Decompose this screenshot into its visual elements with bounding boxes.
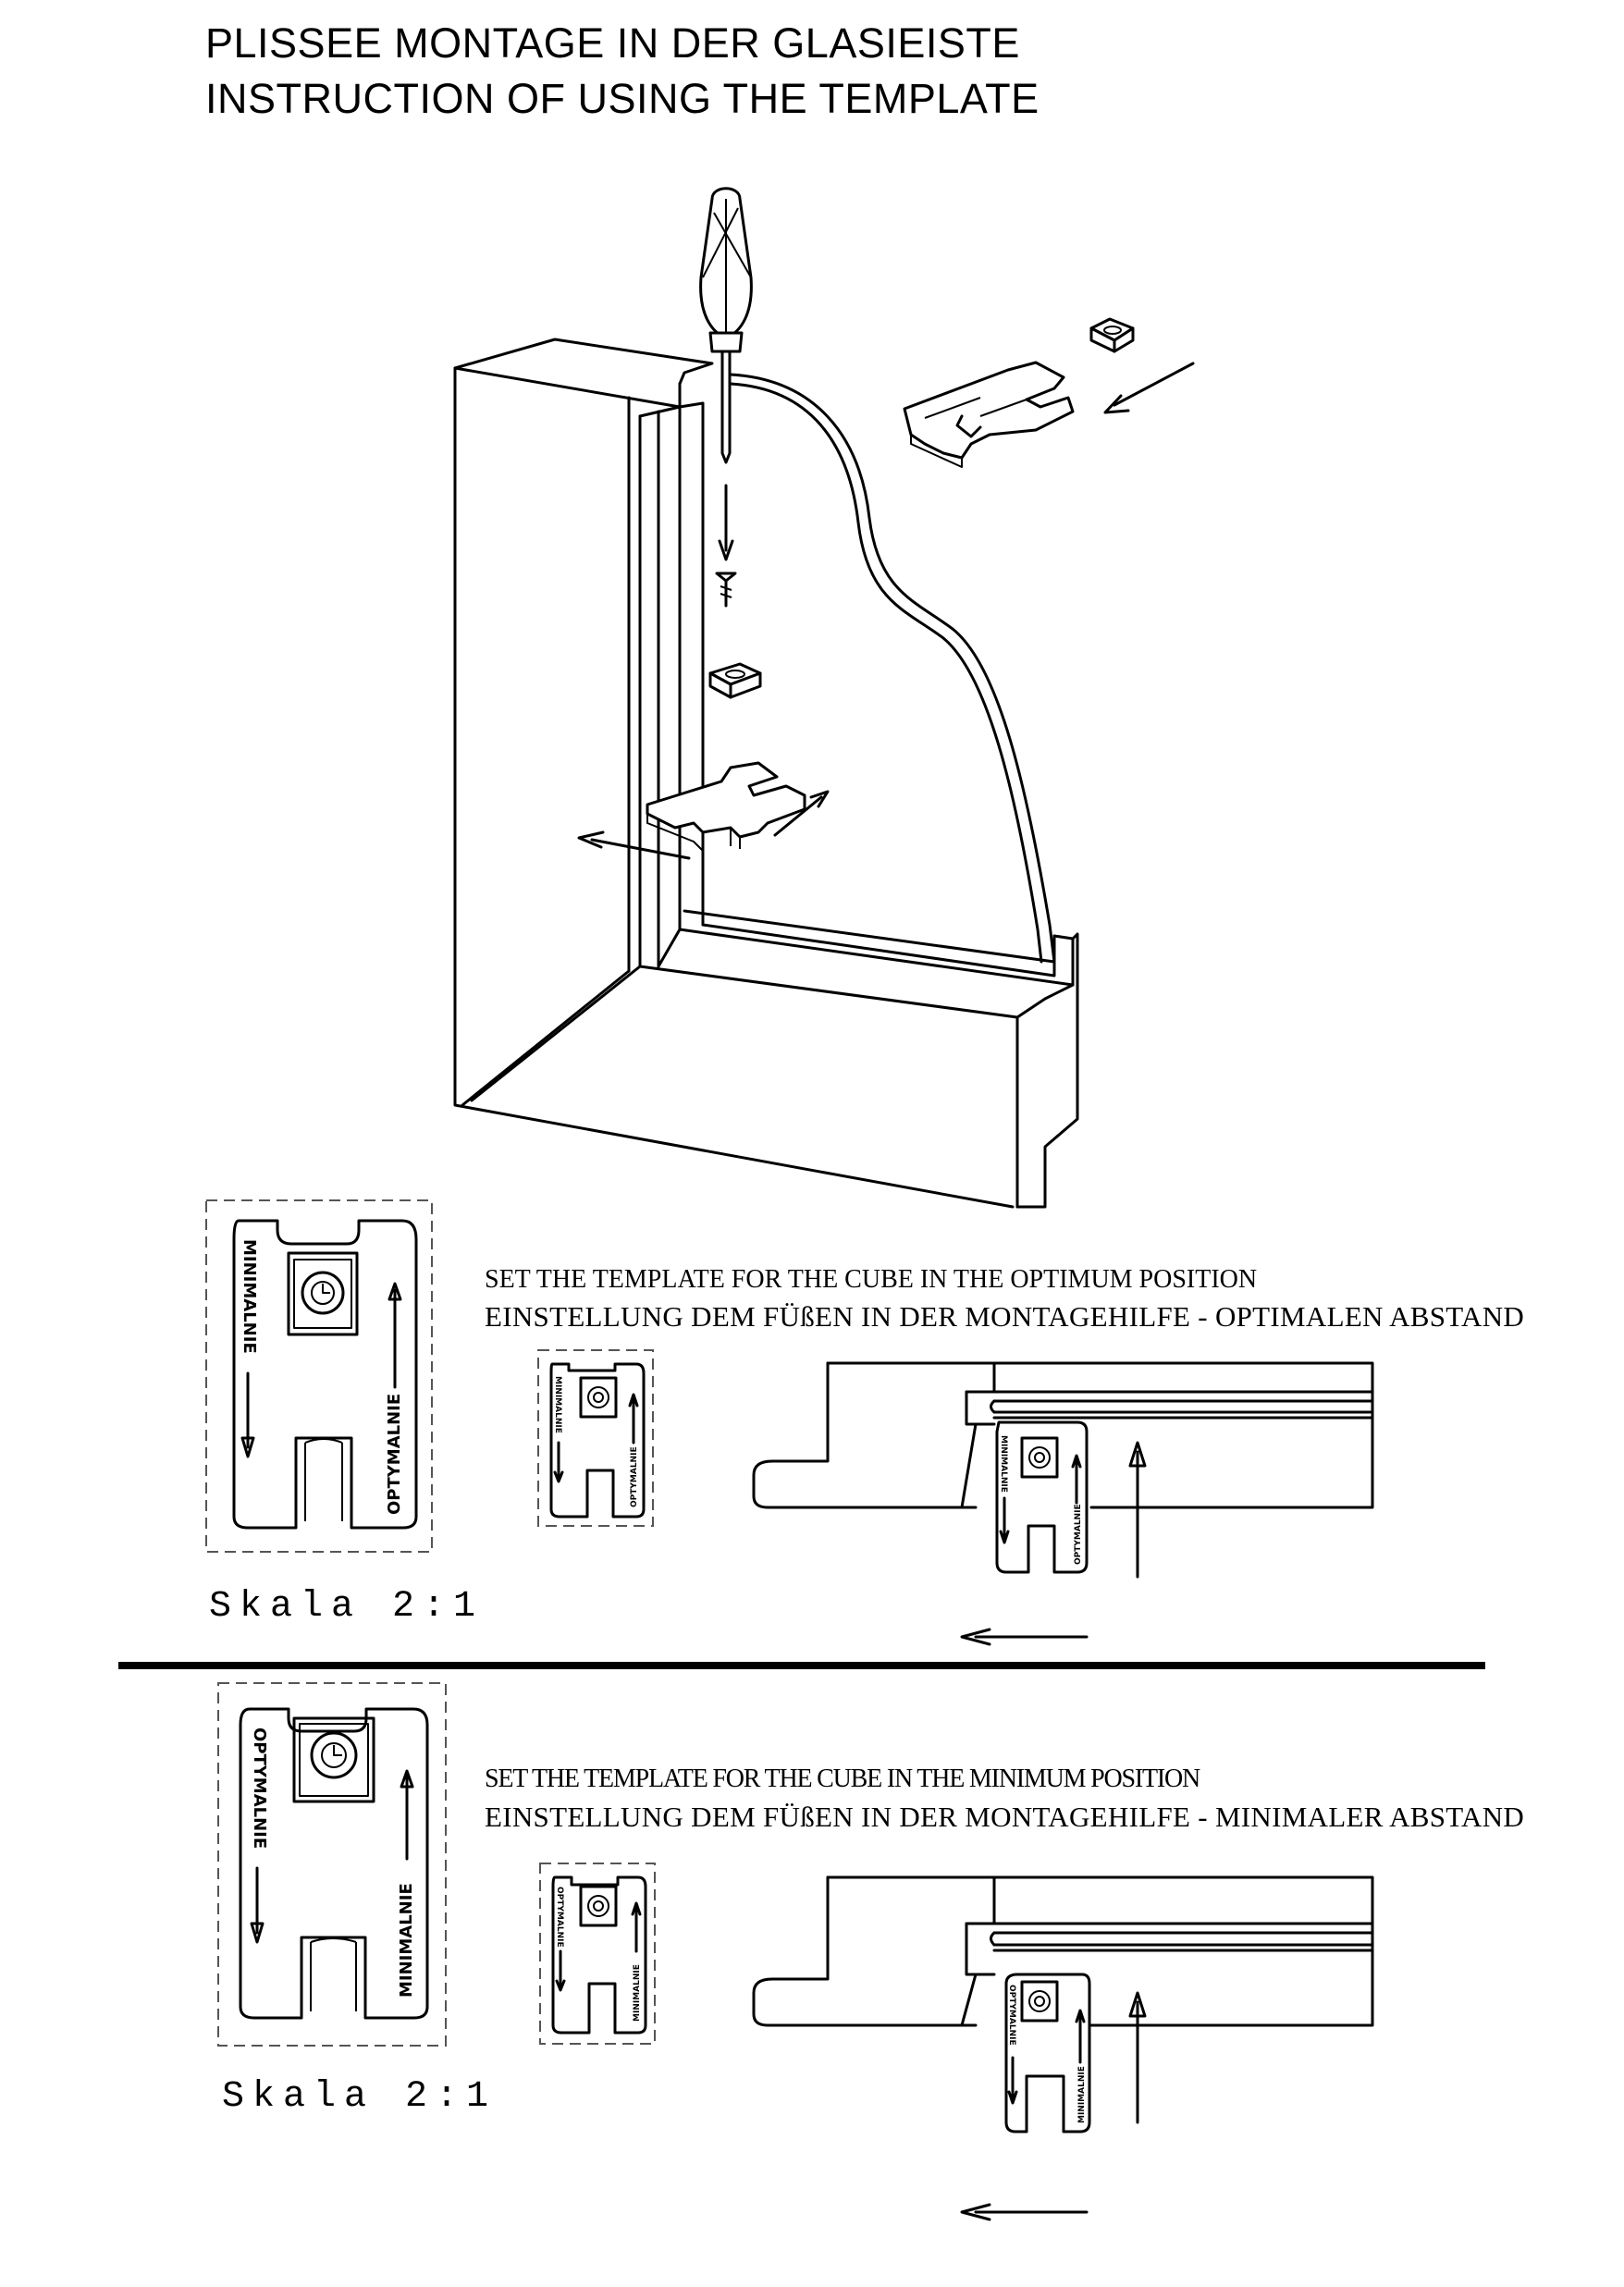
cable xyxy=(729,382,1043,964)
screw-icon xyxy=(715,572,737,608)
template-label-left: MINIMALNIE xyxy=(240,1239,259,1354)
cube-icon xyxy=(1089,317,1135,353)
diagonal-arrow-icon xyxy=(773,790,830,837)
template-label-right: MINIMALNIE xyxy=(1077,2066,1087,2123)
template-label-right: OPTYMALNIE xyxy=(1074,1504,1083,1565)
template-label-left: OPTYMALNIE xyxy=(555,1887,564,1948)
screwdriver-icon xyxy=(699,187,753,464)
template-label-right: OPTYMALNIE xyxy=(385,1394,404,1515)
left-arrow-icon xyxy=(960,1628,1089,1646)
template-label-right: OPTYMALNIE xyxy=(630,1446,639,1507)
scale-label: Skala 2:1 xyxy=(222,2076,498,2118)
left-arrow-icon xyxy=(577,830,691,860)
template-exploded-icon xyxy=(903,361,1075,468)
template-label-left: OPTYMALNIE xyxy=(1007,1985,1016,2046)
scale-label: Skala 2:1 xyxy=(209,1586,485,1628)
up-arrow-icon xyxy=(1128,1441,1147,1579)
caption-en-minimum: SET THE TEMPLATE FOR THE CUBE IN THE MIN… xyxy=(485,1764,1200,1793)
template-label-right: MINIMALNIE xyxy=(633,1964,642,2022)
diagonal-arrow-icon xyxy=(1103,362,1195,414)
up-arrow-icon xyxy=(1128,1991,1147,2124)
window-frame-illustration xyxy=(453,187,1195,1209)
page-title-line-1: PLISSEE MONTAGE IN DER GLASIEISTE xyxy=(205,19,1020,67)
template-label-left: MINIMALNIE xyxy=(999,1435,1008,1493)
down-arrow-icon xyxy=(718,484,734,561)
caption-de-optimum: EINSTELLUNG DEM FÜßEN IN DER MONTAGEHILF… xyxy=(485,1300,1525,1333)
page-title-line-2: INSTRUCTION OF USING THE TEMPLATE xyxy=(205,75,1040,122)
cube-icon xyxy=(708,662,762,699)
caption-en-optimum: SET THE TEMPLATE FOR THE CUBE IN THE OPT… xyxy=(485,1265,1258,1294)
template-label-right: MINIMALNIE xyxy=(397,1883,416,1998)
left-arrow-icon xyxy=(960,2203,1089,2221)
template-label-left: OPTYMALNIE xyxy=(250,1728,269,1849)
cable xyxy=(729,373,1056,964)
template-label-left: MINIMALNIE xyxy=(553,1376,562,1433)
caption-de-minimum: EINSTELLUNG DEM FÜßEN IN DER MONTAGEHILF… xyxy=(485,1801,1525,1833)
window-jamb xyxy=(453,338,1079,1209)
section-divider xyxy=(118,1662,1485,1669)
